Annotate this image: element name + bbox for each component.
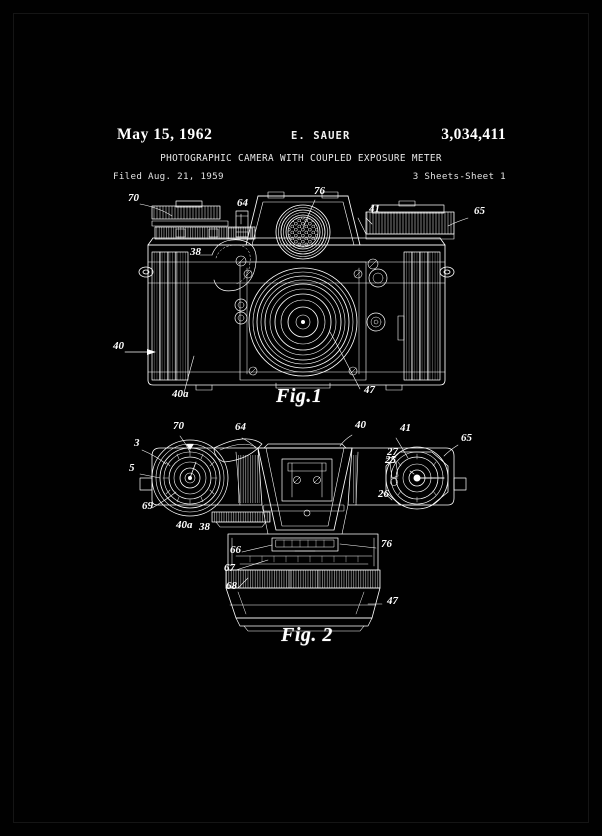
reference-numeral: 65 — [461, 432, 473, 444]
patent-date: May 15, 1962 — [117, 126, 213, 143]
reference-numeral: 40a — [175, 519, 193, 531]
reference-numeral: 47 — [386, 595, 399, 607]
reference-numeral: 66 — [230, 544, 242, 556]
sheet-info: 3 Sheets-Sheet 1 — [412, 171, 506, 182]
patent-number: 3,034,411 — [441, 126, 506, 143]
patent-title: PHOTOGRAPHIC CAMERA WITH COUPLED EXPOSUR… — [160, 153, 442, 164]
reference-numeral: 41 — [399, 422, 411, 434]
reference-numeral: 25 — [384, 454, 397, 466]
reference-numeral: 70 — [173, 420, 185, 432]
reference-numeral: 67 — [224, 562, 236, 574]
reference-numeral: 68 — [226, 580, 238, 592]
reference-numeral: 47 — [363, 384, 376, 396]
figure-1-front-view — [124, 191, 469, 394]
figure-2-caption: Fig. 2 — [281, 624, 333, 646]
reference-numeral: 40a — [171, 388, 189, 400]
reference-numeral: 27 — [386, 446, 399, 458]
reference-numeral: 64 — [235, 421, 247, 433]
reference-numeral: 76 — [314, 185, 326, 197]
reference-numeral: 65 — [474, 205, 486, 217]
inventor-name: E. SAUER — [291, 130, 351, 142]
reference-numeral: 38 — [198, 521, 211, 533]
figure-1-caption: Fig.1 — [276, 385, 323, 407]
reference-numeral: 3 — [133, 437, 140, 449]
figure-1-reference-numerals: 70 64 76 41 65 38 40 40a 47 — [112, 185, 486, 400]
reference-numeral: 40 — [354, 419, 367, 431]
reference-numeral: 76 — [381, 538, 393, 550]
patent-header-top-row: May 15, 1962 E. SAUER 3,034,411 — [0, 126, 602, 148]
figure-2-top-view — [139, 434, 467, 632]
reference-numeral: 69 — [142, 500, 154, 512]
filing-date: Filed Aug. 21, 1959 — [113, 171, 224, 182]
reference-numeral: 5 — [129, 462, 135, 474]
reference-numeral: 64 — [237, 197, 249, 209]
reference-numeral: 70 — [128, 192, 140, 204]
reference-numeral: 40 — [112, 340, 125, 352]
reference-numeral: 41 — [368, 203, 380, 215]
reference-numeral: 38 — [189, 246, 202, 258]
reference-numeral: 26 — [377, 488, 390, 500]
